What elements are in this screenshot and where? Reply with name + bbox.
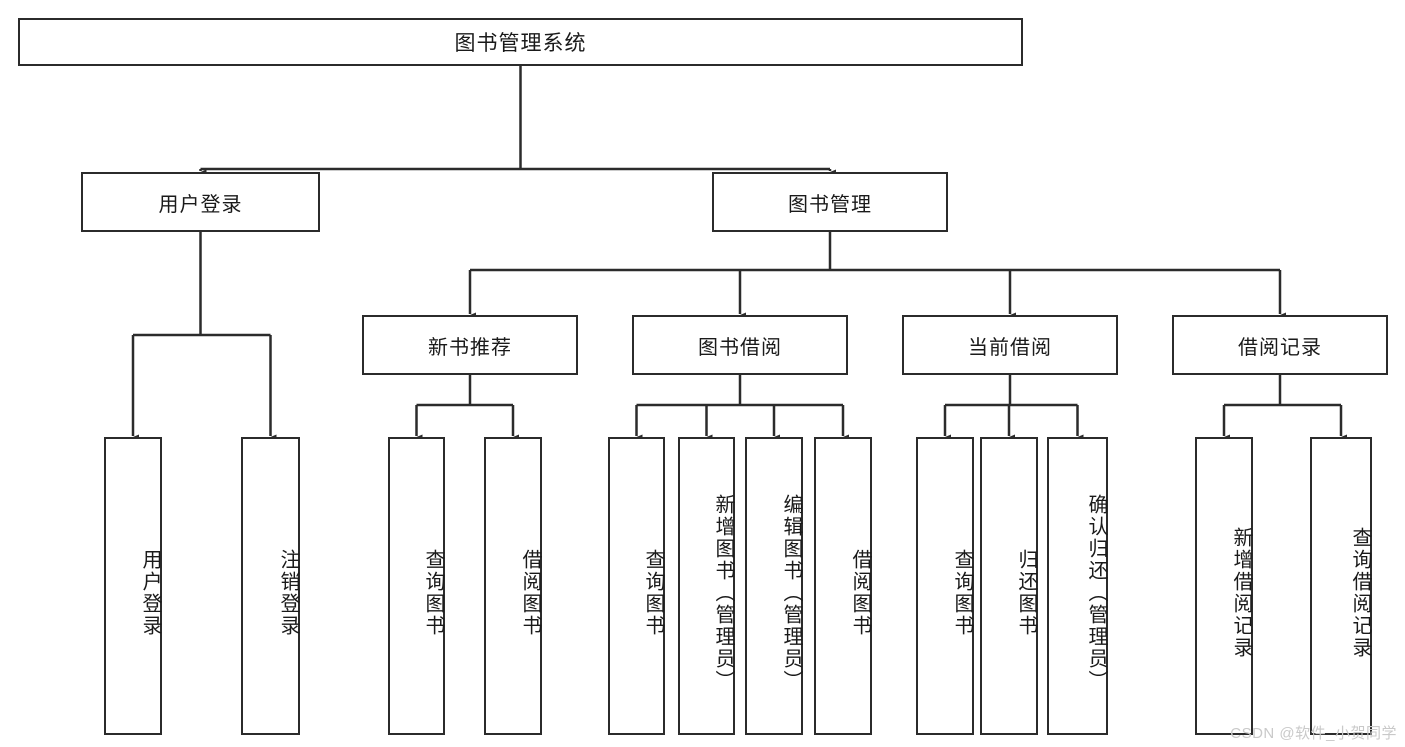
node-l2-current[interactable]: 当前借阅 — [902, 315, 1118, 375]
node-l3-user-logout[interactable]: 注销登录 — [241, 437, 300, 735]
node-l2-record[interactable]: 借阅记录 — [1172, 315, 1388, 375]
node-l3-rec-add[interactable]: 新增借阅记录 — [1195, 437, 1253, 735]
node-l3-br-edit[interactable]: 编辑图书（管理员） — [745, 437, 803, 735]
node-label: 查询图书 — [422, 549, 444, 637]
node-label: 图书管理 — [788, 193, 872, 216]
node-label: 用户登录 — [139, 549, 161, 637]
node-label: 归还图书 — [1015, 549, 1037, 637]
node-l3-br-query[interactable]: 查询图书 — [608, 437, 665, 735]
node-label: 图书借阅 — [698, 336, 782, 359]
node-label: 新增图书（管理员） — [712, 494, 734, 692]
watermark-label: CSDN @软件_小贺同学 — [1230, 725, 1397, 742]
node-root[interactable]: 图书管理系统 — [18, 18, 1023, 66]
node-label: 编辑图书（管理员） — [780, 494, 802, 692]
node-l3-new-borrow[interactable]: 借阅图书 — [484, 437, 542, 735]
node-label: 借阅记录 — [1238, 336, 1322, 359]
node-l3-cur-query[interactable]: 查询图书 — [916, 437, 974, 735]
node-label: 查询图书 — [951, 549, 973, 637]
node-label: 查询图书 — [642, 549, 664, 637]
node-l3-br-add[interactable]: 新增图书（管理员） — [678, 437, 735, 735]
node-label: 借阅图书 — [519, 549, 541, 637]
node-label: 新增借阅记录 — [1230, 527, 1252, 659]
node-l2-new[interactable]: 新书推荐 — [362, 315, 578, 375]
node-label: 查询借阅记录 — [1349, 527, 1371, 659]
node-l1-book[interactable]: 图书管理 — [712, 172, 948, 232]
node-l2-borrow[interactable]: 图书借阅 — [632, 315, 848, 375]
node-label: 确认归还（管理员） — [1085, 494, 1107, 692]
node-label: 新书推荐 — [428, 336, 512, 359]
node-l1-user[interactable]: 用户登录 — [81, 172, 320, 232]
node-l3-cur-confirm[interactable]: 确认归还（管理员） — [1047, 437, 1108, 735]
edge-group — [127, 66, 1347, 445]
node-label: 用户登录 — [158, 193, 243, 216]
node-l3-br-borrow[interactable]: 借阅图书 — [814, 437, 872, 735]
node-label: 借阅图书 — [849, 549, 871, 637]
node-l3-user-login[interactable]: 用户登录 — [104, 437, 162, 735]
node-l3-cur-return[interactable]: 归还图书 — [980, 437, 1038, 735]
node-l3-new-query[interactable]: 查询图书 — [388, 437, 445, 735]
node-l3-rec-query[interactable]: 查询借阅记录 — [1310, 437, 1372, 735]
node-label: 图书管理系统 — [454, 32, 587, 55]
node-label: 当前借阅 — [968, 336, 1052, 359]
node-label: 注销登录 — [277, 549, 299, 637]
